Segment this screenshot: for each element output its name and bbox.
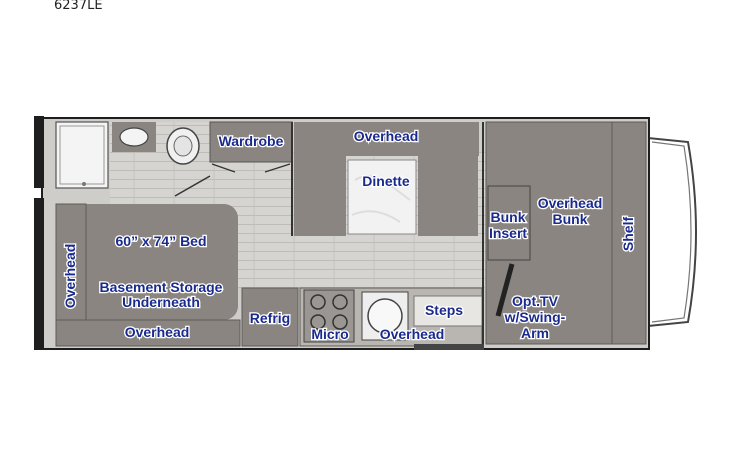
overhead-bunk-label-1: Overhead <box>538 195 603 211</box>
shower <box>55 121 109 189</box>
dinette-seat-back <box>294 122 479 156</box>
stove-icon <box>303 289 355 343</box>
shower-drain-icon <box>82 182 86 186</box>
cab-outline <box>647 137 697 327</box>
wardrobe <box>209 121 293 163</box>
overhead-top-label: Overhead <box>354 128 419 144</box>
overhead-bunk-label-2: Bunk <box>553 211 588 227</box>
bunk-insert-label-1: Bunk <box>491 209 526 225</box>
micro-label: Micro <box>311 326 348 342</box>
tv-label-3: Arm <box>521 325 549 341</box>
overhead-bottom-mid-label: Overhead <box>380 326 445 342</box>
wardrobe-label: Wardrobe <box>219 133 284 149</box>
dinette-seat-right <box>418 156 478 236</box>
bunk-insert <box>487 185 531 261</box>
basement-label-2: Underneath <box>122 294 200 310</box>
entry-door <box>414 344 484 350</box>
overhead-bottom-left-label: Overhead <box>125 324 190 340</box>
overhead-left-cab <box>55 203 87 323</box>
basement-label-1: Basement Storage <box>100 279 223 295</box>
bed <box>58 204 238 320</box>
rear-wall <box>34 116 44 188</box>
overhead-bottom-left <box>55 319 241 347</box>
galley-sink-icon <box>361 291 409 341</box>
bath-door <box>174 175 211 197</box>
steps-label: Steps <box>425 302 463 318</box>
refrig-label: Refrig <box>250 310 290 326</box>
shelf-label: Shelf <box>620 217 636 252</box>
refrigerator <box>241 287 299 347</box>
tv-label-2: w/Swing- <box>504 309 566 325</box>
bunk-insert-label-2: Insert <box>489 225 527 241</box>
model-name: 6237LE <box>54 0 103 13</box>
tv-label-1: Opt.TV <box>512 293 559 309</box>
steps <box>413 295 483 327</box>
dinette-seat-left <box>294 156 346 236</box>
bed-label: 60” x 74” Bed <box>115 233 206 249</box>
rear-wall-lower <box>34 198 44 350</box>
shelf <box>611 121 647 345</box>
sink-icon <box>119 127 149 147</box>
overhead-left-label: Overhead <box>62 244 78 309</box>
dinette-label: Dinette <box>362 173 410 189</box>
tv-icon <box>495 263 515 317</box>
